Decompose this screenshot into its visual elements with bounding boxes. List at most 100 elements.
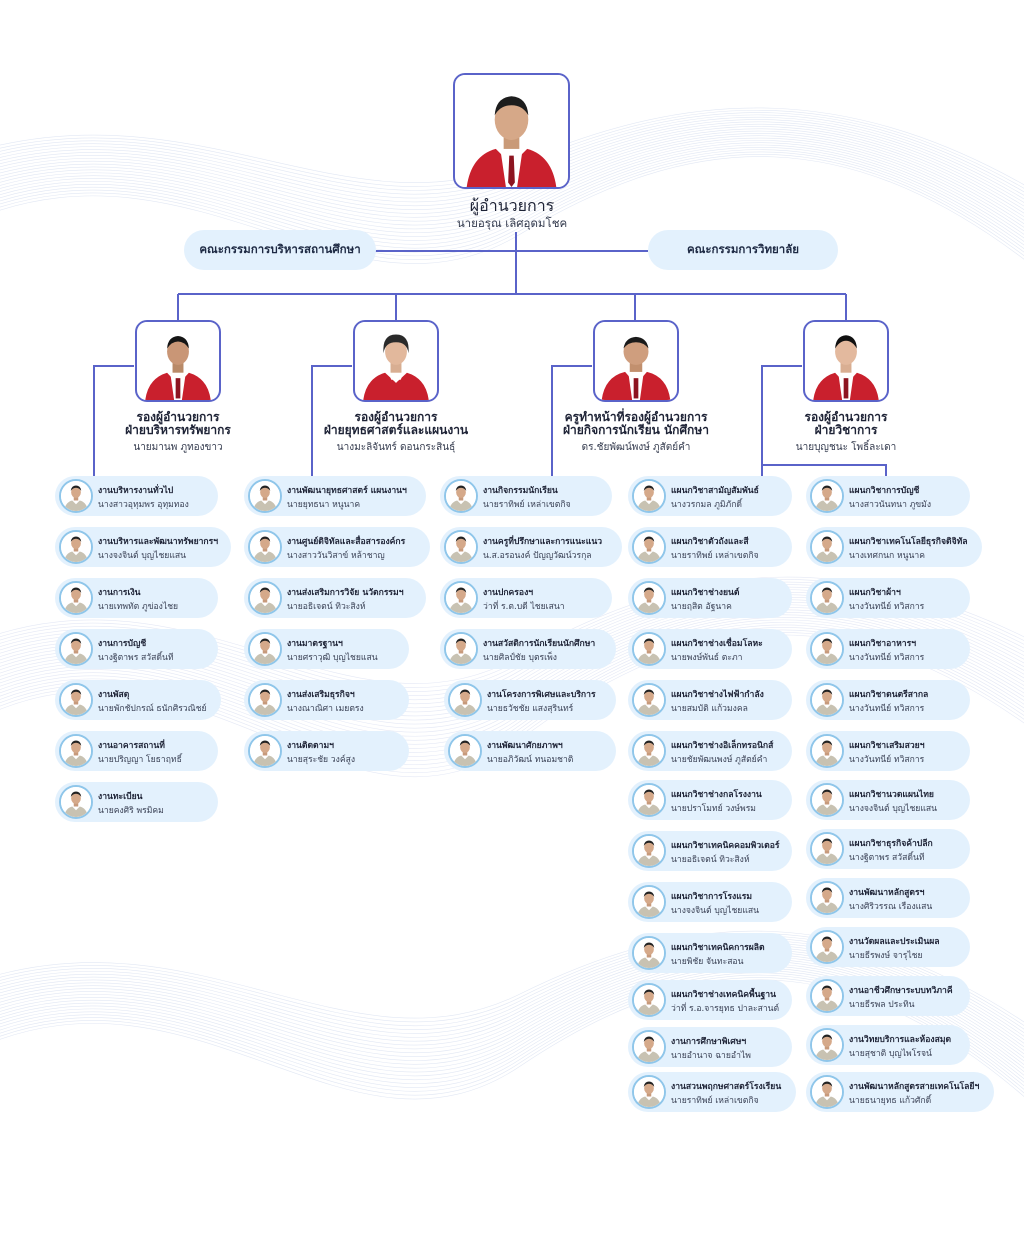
person-name: นายสมบัติ แก้วมงคล [671, 704, 748, 714]
person-name: นายศราวุฒิ บุญไชยแสน [287, 653, 378, 663]
avatar [632, 783, 666, 817]
unit-title: งานวิทยบริการและห้องสมุด [849, 1035, 952, 1045]
staff-card[interactable]: แผนกวิชาช่างยนต์ นายฤสิต อัฐนาค [628, 578, 792, 618]
avatar [632, 983, 666, 1017]
avatar [810, 783, 844, 817]
deputy-title-academic: รองผู้อำนวยการ ฝ่ายวิชาการ [741, 411, 951, 437]
staff-card[interactable]: แผนกวิชาช่างอิเล็กทรอนิกส์ นายชัยพัฒนพงษ… [628, 731, 792, 771]
unit-title: งานกิจกรรมนักเรียน [483, 486, 558, 496]
person-name: นางวันทนีย์ ทวิสการ [849, 755, 925, 765]
deputy-portrait-icon [357, 322, 435, 400]
unit-title: งานมาตรฐานฯ [287, 639, 343, 649]
person-name: ว่าที่ ร.อ.จารยุทธ ปาละสานต์ [671, 1004, 780, 1014]
staff-card[interactable]: แผนกวิชาเทคโนโลยีธุรกิจดิจิทัล นางเทศกนก… [806, 527, 982, 567]
staff-card[interactable]: แผนกวิชาเทคนิคการผลิต นายพิชัย จันทะสอน [628, 933, 792, 973]
staff-card[interactable]: งานการบัญชี นางฐิตาพร สวัสดิ์นที [55, 629, 218, 669]
staff-card[interactable]: งานโครงการพิเศษและบริการ นายธวัชชัย แสงส… [444, 680, 616, 720]
person-name: นางจงจินต์ บุญไชยแสน [671, 906, 759, 916]
staff-card[interactable]: งานวัดผลและประเมินผล นายธีรพงษ์ จารุไชย [806, 927, 970, 967]
unit-title: งานวัดผลและประเมินผล [849, 937, 940, 947]
staff-card[interactable]: งานบริหารงานทั่วไป นางสาวอุทุมพร อุทุมทอ… [55, 476, 218, 516]
staff-card[interactable]: แผนกวิชาการบัญชี นางสาวนันทนา ภูขมัง [806, 476, 970, 516]
person-name: นางสาวอุทุมพร อุทุมทอง [98, 500, 189, 510]
staff-card[interactable]: แผนกวิชานวดแผนไทย นางจงจินต์ บุญไชยแสน [806, 780, 970, 820]
staff-card[interactable]: แผนกวิชาผ้าฯ นางวันทนีย์ ทวิสการ [806, 578, 970, 618]
unit-title: แผนกวิชาดนตรีสากล [849, 690, 929, 700]
staff-card[interactable]: งานพัสดุ นายพักชัปกรณ์ ธนักศิรวณิชย์ [55, 680, 221, 720]
committee-college[interactable]: คณะกรรมการวิทยาลัย [648, 230, 838, 270]
staff-card[interactable]: แผนกวิชาช่างไฟฟ้ากำลัง นายสมบัติ แก้วมงค… [628, 680, 792, 720]
deputy-title-student-affairs: ครูทำหน้าที่รองผู้อำนวยการ ฝ่ายกิจการนัก… [531, 411, 741, 437]
unit-title: งานพัสดุ [98, 690, 130, 700]
person-avatar-icon [446, 532, 476, 562]
person-avatar-icon [634, 634, 664, 664]
person-name: นางสาววันวิสาข์ หล้าชาญ [287, 551, 385, 561]
unit-title: แผนกวิชาเสริมสวยฯ [849, 741, 925, 751]
staff-card[interactable]: แผนกวิชาสามัญสัมพันธ์ นางวรกมล ภูมิภักดิ… [628, 476, 792, 516]
staff-card[interactable]: งานส่งเสริมการวิจัย นวัตกรรมฯ นายอธิเจตน… [244, 578, 426, 618]
staff-card[interactable]: งานทะเบียน นายคงศิริ พรมิคม [55, 782, 218, 822]
staff-card[interactable]: งานการเงิน นายเทพทัต ภูข่องไชย [55, 578, 218, 618]
staff-card[interactable]: งานมาตรฐานฯ นายศราวุฒิ บุญไชยแสน [244, 629, 409, 669]
deputy-name-student-affairs: ดร.ชัยพัฒน์พงษ์ ภูสัตย์คำ [581, 442, 691, 453]
staff-card[interactable]: งานอาชีวศึกษาระบบทวิภาคี นายธีรพล ประทิน [806, 976, 970, 1016]
committee-school-board[interactable]: คณะกรรมการบริหารสถานศึกษา [184, 230, 376, 270]
staff-card[interactable]: งานพัฒนายุทธศาสตร์ แผนงานฯ นายยุทธนา หนู… [244, 476, 426, 516]
deputy-photo-resources [135, 320, 221, 402]
staff-card[interactable]: งานการศึกษาพิเศษฯ นายอำนาจ ฉายอำไพ [628, 1027, 792, 1067]
connector-branch-3 [551, 365, 592, 486]
deputy-name-strategy: นางมะลิจันทร์ ดอนกระสินธุ์ [336, 442, 456, 453]
person-avatar-icon [634, 532, 664, 562]
staff-card[interactable]: งานกิจกรรมนักเรียน นายราทิพย์ เหล่าเขตกิ… [440, 476, 612, 516]
staff-card[interactable]: งานวิทยบริการและห้องสมุด นายสุชาติ บุญไพ… [806, 1025, 970, 1065]
person-name: นายอำนาจ ฉายอำไพ [671, 1051, 751, 1061]
deputy-name-resources: นายมานพ ภูทองขาว [133, 442, 223, 453]
staff-card[interactable]: งานศูนย์ดิจิทัลและสื่อสารองค์กร นางสาววั… [244, 527, 430, 567]
person-avatar-icon [61, 634, 91, 664]
staff-card[interactable]: งานบริหารและพัฒนาทรัพยากรฯ นางจงจินต์ บุ… [55, 527, 231, 567]
staff-card[interactable]: แผนกวิชาธุรกิจค้าปลีก นางฐิตาพร สวัสดิ์น… [806, 829, 970, 869]
staff-card[interactable]: แผนกวิชาตัวถังและสี นายราทิพย์ เหล่าเขตก… [628, 527, 792, 567]
staff-card[interactable]: งานพัฒนาหลักสูตรสายเทคโนโลยีฯ นายธนายุทธ… [806, 1072, 994, 1112]
avatar [59, 530, 93, 564]
avatar [444, 632, 478, 666]
staff-card[interactable]: แผนกวิชาช่างเชื่อมโลหะ นายพงษ์พันธ์ ตะภา [628, 629, 792, 669]
deputy-title-line2: ฝ่ายวิชาการ [814, 423, 878, 437]
avatar [810, 530, 844, 564]
avatar [810, 832, 844, 866]
person-name: นางฐิตาพร สวัสดิ์นที [98, 653, 174, 663]
deputy-title-line1: รองผู้อำนวยการ [804, 410, 888, 424]
staff-card[interactable]: แผนกวิชาช่างกลโรงงาน นายปราโมทย์ วงษ์พรม [628, 780, 792, 820]
avatar [810, 930, 844, 964]
avatar [632, 530, 666, 564]
staff-card[interactable]: แผนกวิชาช่างเทคนิคพื้นฐาน ว่าที่ ร.อ.จาร… [628, 980, 792, 1020]
person-name: นางวันทนีย์ ทวิสการ [849, 653, 925, 663]
staff-card[interactable]: งานติดตามฯ นายสุระชัย วงค์สูง [244, 731, 409, 771]
staff-card[interactable]: งานพัฒนาหลักสูตรฯ นางศิริวรรณ เรืองแสน [806, 878, 970, 918]
unit-title: แผนกวิชาตัวถังและสี [671, 537, 749, 547]
staff-card[interactable]: แผนกวิชาอาหารฯ นางวันทนีย์ ทวิสการ [806, 629, 970, 669]
staff-card[interactable]: งานส่งเสริมธุรกิจฯ นางณาณิศา เมยตรง [244, 680, 409, 720]
staff-card[interactable]: งานสวัสดิการนักเรียนนักศึกษา นายศิลป์ชัย… [440, 629, 616, 669]
unit-title: แผนกวิชาช่างเชื่อมโลหะ [671, 639, 763, 649]
person-avatar-icon [61, 583, 91, 613]
unit-title: งานอาคารสถานที่ [98, 741, 165, 751]
person-name: นายอภิวัฒน์ ทนอมชาติ [487, 755, 574, 765]
person-name: นางสาวนันทนา ภูขมัง [849, 500, 932, 510]
person-avatar-icon [450, 736, 480, 766]
deputy-title-resources: รองผู้อำนวยการ ฝ่ายบริหารทรัพยากร [73, 411, 283, 437]
avatar [632, 683, 666, 717]
staff-card[interactable]: แผนกวิชาเสริมสวยฯ นางวันทนีย์ ทวิสการ [806, 731, 970, 771]
person-name: นายสุชาติ บุญไพโรจน์ [849, 1049, 932, 1059]
staff-card[interactable]: แผนกวิชาเทคนิคคอมพิวเตอร์ นายอธิเจตน์ ทิ… [628, 831, 792, 871]
staff-card[interactable]: แผนกวิชาดนตรีสากล นางวันทนีย์ ทวิสการ [806, 680, 970, 720]
deputy-name-academic: นายบุญชนะ โพธิ์ละเดา [795, 442, 897, 453]
staff-card[interactable]: งานพัฒนาศักยภาพฯ นายอภิวัฒน์ ทนอมชาติ [444, 731, 616, 771]
staff-card[interactable]: งานครูที่ปรึกษาและการแนะแนว น.ส.อรอนงค์ … [440, 527, 622, 567]
staff-card[interactable]: งานอาคารสถานที่ นายปริญญา โยธาฤทธิ์ [55, 731, 218, 771]
unit-title: แผนกวิชาช่างกลโรงงาน [671, 790, 762, 800]
staff-card[interactable]: งานสวนพฤกษศาสตร์โรงเรียน นายราทิพย์ เหล่… [628, 1072, 796, 1112]
staff-card[interactable]: แผนกวิชาการโรงแรม นางจงจินต์ บุญไชยแสน [628, 882, 792, 922]
avatar [59, 785, 93, 819]
staff-card[interactable]: งานปกครองฯ ว่าที่ ร.ต.บดี ไชยเสนา [440, 578, 612, 618]
